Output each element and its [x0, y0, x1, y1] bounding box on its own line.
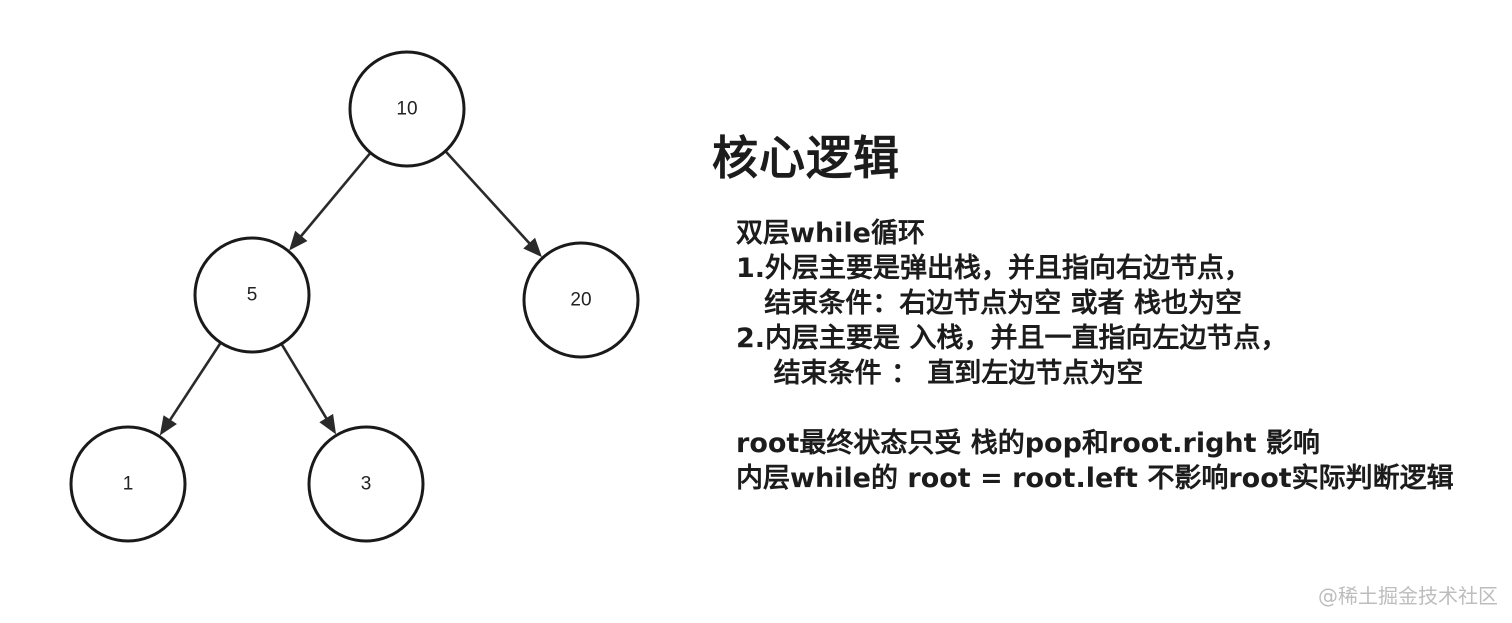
- note-line-inner-loop: 2.内层主要是 入栈，并且一直指向左边节点，: [736, 323, 1288, 354]
- arrow-head-icon: [319, 413, 337, 435]
- tree-edge-n10-n5: [299, 152, 371, 239]
- note-line-outer-end-condition: 结束条件：右边节点为空 或者 栈也为空: [736, 288, 1242, 319]
- note-line-double-while: 双层while循环: [736, 218, 925, 249]
- tree-node-circle: [69, 425, 187, 543]
- tree-node-label: 20: [570, 290, 591, 311]
- tree-node-1: 1: [69, 425, 187, 543]
- watermark: @稀土掘金技术社区: [1318, 584, 1498, 608]
- arrow-head-icon: [523, 237, 542, 258]
- tree-node-5: 5: [193, 236, 311, 354]
- tree-node-label: 1: [123, 474, 134, 495]
- note-line-root-final-state: root最终状态只受 栈的pop和root.right 影响: [736, 428, 1320, 459]
- arrow-head-icon: [159, 415, 177, 436]
- tree-edges: [159, 151, 542, 436]
- note-line-inner-end-condition: 结束条件 ： 直到左边节点为空: [736, 358, 1144, 389]
- arrow-head-icon: [289, 230, 308, 251]
- tree-node-label: 5: [247, 285, 258, 306]
- tree-node-10: 10: [348, 50, 466, 168]
- tree-edge-n10-n20: [445, 151, 532, 246]
- tree-node-circle: [348, 50, 466, 168]
- note-line-outer-loop: 1.外层主要是弹出栈，并且指向右边节点，: [736, 253, 1252, 284]
- tree-edge-n5-n3: [280, 343, 329, 421]
- tree-node-circle: [193, 236, 311, 354]
- tree-node-20: 20: [522, 241, 640, 359]
- tree-node-circle: [307, 425, 425, 543]
- tree-nodes: 10 5 20 1 3: [69, 50, 640, 543]
- tree-edge-n5-n1: [168, 342, 222, 423]
- tree-node-label: 3: [361, 474, 372, 495]
- logic-notes: 双层while循环 1.外层主要是弹出栈，并且指向右边节点， 结束条件：右边节点…: [736, 216, 1454, 496]
- note-line-inner-root-left: 内层while的 root = root.left 不影响root实际判断逻辑: [736, 463, 1454, 494]
- note-spacer: [736, 391, 1454, 426]
- tree-node-label: 10: [396, 99, 417, 120]
- binary-tree-diagram: 10 5 20 1 3: [69, 50, 640, 543]
- heading-core-logic: 核心逻辑: [712, 131, 900, 185]
- tree-node-3: 3: [307, 425, 425, 543]
- tree-node-circle: [522, 241, 640, 359]
